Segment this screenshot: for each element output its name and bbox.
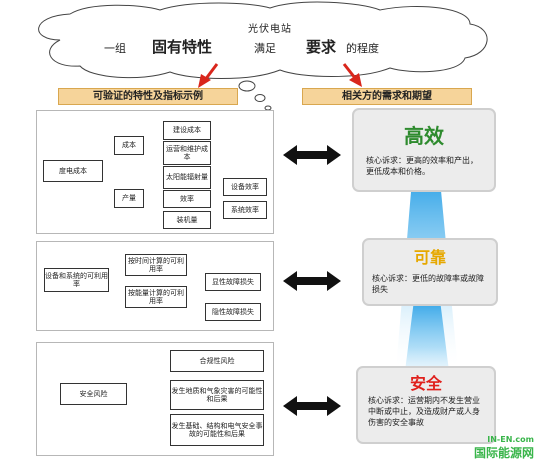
cloud-suffix: 的程度 — [346, 42, 379, 55]
watermark-url: IN-EN.com — [487, 435, 534, 444]
watermark: IN-EN.com 国际能源网 — [474, 435, 534, 461]
node-hidden-fault-loss: 隐性故障损失 — [205, 303, 261, 321]
node-visible-fault-loss: 显性故障损失 — [205, 273, 261, 291]
node-time-availability: 按时间计算的可利用率 — [125, 254, 187, 276]
node-construction-cost: 建设成本 — [163, 121, 211, 140]
cloud-prefix: 一组 — [104, 42, 126, 55]
requirement-text-reliability: 核心诉求：更低的故障率或故障损失 — [372, 274, 484, 294]
requirement-text-efficiency: 核心诉求：更高的效率和产出，更低成本和价格。 — [366, 156, 478, 176]
node-equipment-efficiency: 设备效率 — [223, 178, 267, 196]
node-om-cost: 运营和维护成本 — [163, 141, 211, 165]
node-availability: 设备和系统的可利用率 — [44, 268, 109, 292]
cloud-keyword-requirement: 要求 — [306, 38, 337, 56]
node-cost: 成本 — [114, 136, 144, 155]
node-lcoe: 度电成本 — [43, 160, 103, 182]
node-accident-risk: 发生基础、结构和电气安全事故的可能性和后果 — [170, 414, 264, 446]
red-arrows — [198, 63, 362, 88]
double-arrows — [283, 145, 341, 416]
node-output: 产量 — [114, 189, 144, 208]
node-efficiency: 效率 — [163, 190, 211, 208]
requirement-title-efficiency: 高效 — [404, 124, 444, 148]
node-energy-availability: 按能量计算的可利用率 — [125, 286, 187, 308]
cloud-subject: 光伏电站 — [248, 24, 292, 35]
requirement-title-safety: 安全 — [409, 374, 442, 393]
node-safety-risk: 安全风险 — [60, 383, 127, 405]
requirement-box-reliability: 可靠 核心诉求：更低的故障率或故障损失 — [362, 238, 498, 306]
cloud-keyword-inherent: 固有特性 — [152, 38, 213, 56]
node-solar-irradiation: 太阳能辐射量 — [163, 166, 211, 189]
requirement-box-efficiency: 高效 核心诉求：更高的效率和产出，更低成本和价格。 — [352, 108, 496, 192]
left-header: 可验证的特性及指标示例 — [58, 88, 238, 105]
requirement-box-safety: 安全 核心诉求：运营期内不发生营业中断或中止，及造成财产或人身伤害的安全事故 — [356, 366, 496, 444]
cloud-statement: 一组 固有特性 满足 要求 的程度 — [0, 34, 540, 56]
node-disaster-risk: 发生地质和气象灾害的可能性和后果 — [170, 380, 264, 410]
watermark-name: 国际能源网 — [473, 446, 534, 460]
cloud-mid: 满足 — [254, 42, 276, 55]
node-system-efficiency: 系统效率 — [223, 201, 267, 219]
requirement-title-reliability: 可靠 — [413, 248, 446, 267]
right-header: 相关方的需求和期望 — [302, 88, 472, 105]
node-compliance-risk: 合规性风险 — [170, 350, 264, 372]
thought-cloud — [38, 1, 488, 111]
node-capacity: 装机量 — [163, 211, 211, 229]
requirement-text-safety: 核心诉求：运营期内不发生营业中断或中止，及造成财产或人身伤害的安全事故 — [368, 396, 480, 427]
